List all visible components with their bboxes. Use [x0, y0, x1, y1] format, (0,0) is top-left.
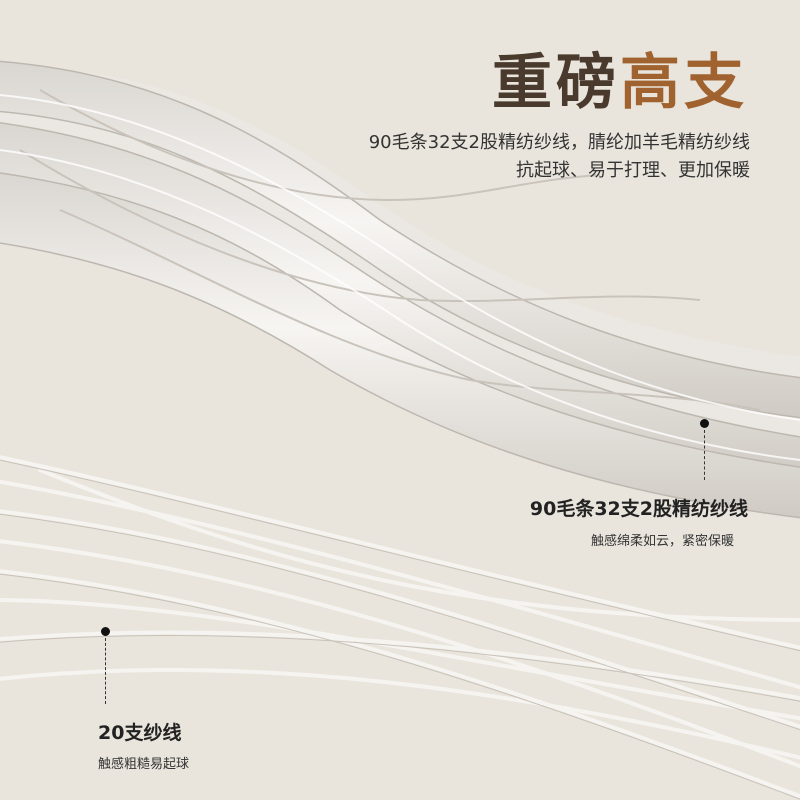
callout-coarse-leader-line [105, 638, 106, 704]
callout-coarse-title: 20支纱线 [98, 722, 182, 744]
callout-coarse-marker [101, 627, 110, 636]
callout-fine-leader-line [704, 430, 705, 480]
title-part-dark: 重磅 [492, 48, 620, 118]
callout-fine-title: 90毛条32支2股精纺纱线 [529, 498, 748, 520]
callout-fine-marker [700, 419, 709, 428]
intro-line-1: 90毛条32支2股精纺纱线，腈纶加羊毛精纺纱线 [368, 132, 750, 153]
worsted-yarn-strand [0, 60, 800, 519]
page-title: 重磅高支 [492, 34, 748, 121]
coarse-yarn-strands [0, 455, 800, 799]
title-part-accent: 高支 [620, 48, 748, 118]
callout-coarse-subtitle: 触感粗糙易起球 [98, 757, 190, 772]
callout-fine-subtitle: 触感绵柔如云，紧密保暖 [590, 534, 734, 549]
intro-line-2: 抗起球、易于打理、更加保暖 [516, 160, 750, 181]
